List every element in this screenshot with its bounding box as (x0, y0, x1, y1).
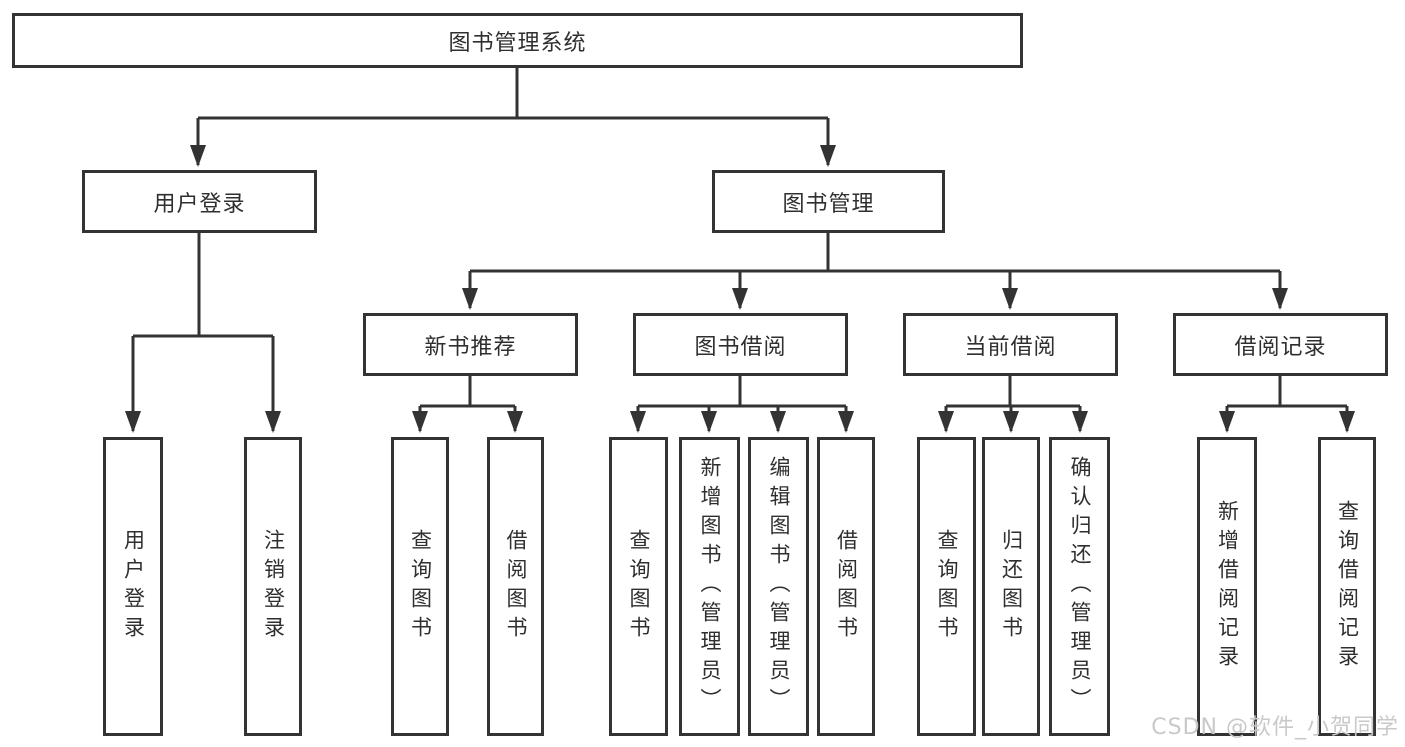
node-label: 图书借阅 (694, 334, 787, 360)
connector-user-login-trunk (133, 233, 273, 338)
node-label: 借阅记录 (1234, 334, 1327, 360)
leaf-confirm-return-admin: 确认归还（管理员） (1049, 437, 1110, 736)
leaf-label: 查询图书 (935, 528, 959, 645)
leaf-label: 查询借阅记录 (1335, 499, 1360, 674)
leaf-borrow-books: 借阅图书 (817, 437, 875, 736)
leaf-label: 借阅图书 (834, 528, 859, 645)
node-user-login: 用户登录 (82, 170, 317, 233)
node-label: 新书推荐 (424, 334, 517, 360)
leaf-label: 确认归还（管理员） (1068, 456, 1092, 717)
node-label: 图书管理 (782, 191, 875, 217)
leaf-label: 注销登录 (261, 528, 286, 645)
node-borrowing-records: 借阅记录 (1173, 313, 1388, 376)
leaf-return-books: 归还图书 (982, 437, 1040, 736)
connector-current-borrow-trunk (946, 376, 1080, 408)
connector-book-mgmt-trunk (470, 233, 1280, 273)
leaf-label: 归还图书 (999, 528, 1024, 645)
leaf-query-books: 查询图书 (609, 437, 668, 736)
leaf-user-login: 用户登录 (103, 437, 163, 736)
node-new-book-recommendation: 新书推荐 (363, 313, 578, 376)
connector-borrow-records-trunk (1227, 376, 1347, 408)
node-label: 图书管理系统 (448, 30, 587, 56)
leaf-query-books: 查询图书 (917, 437, 976, 736)
connector-new-books-trunk (420, 376, 515, 408)
leaf-borrow-books: 借阅图书 (487, 437, 544, 736)
connector-root-trunk (198, 67, 828, 120)
connector-book-borrow-trunk (638, 376, 846, 408)
node-current-borrowing: 当前借阅 (903, 313, 1118, 376)
node-root-system: 图书管理系统 (12, 13, 1023, 68)
node-label: 当前借阅 (964, 334, 1057, 360)
leaf-query-books: 查询图书 (391, 437, 449, 736)
leaf-label: 查询图书 (408, 528, 433, 645)
leaf-label: 用户登录 (121, 528, 146, 645)
node-book-borrowing: 图书借阅 (633, 313, 848, 376)
leaf-logout: 注销登录 (244, 437, 302, 736)
node-book-management: 图书管理 (712, 170, 945, 233)
leaf-label: 新增借阅记录 (1215, 499, 1240, 674)
leaf-label: 新增图书（管理员） (698, 456, 722, 717)
leaf-add-borrow-record: 新增借阅记录 (1197, 437, 1257, 736)
leaf-label: 编辑图书（管理员） (767, 456, 791, 717)
leaf-query-borrow-record: 查询借阅记录 (1318, 437, 1376, 736)
leaf-label: 查询图书 (627, 528, 651, 645)
leaf-label: 借阅图书 (504, 528, 528, 645)
leaf-edit-books-admin: 编辑图书（管理员） (748, 437, 809, 736)
node-label: 用户登录 (153, 191, 246, 217)
leaf-add-books-admin: 新增图书（管理员） (679, 437, 740, 736)
